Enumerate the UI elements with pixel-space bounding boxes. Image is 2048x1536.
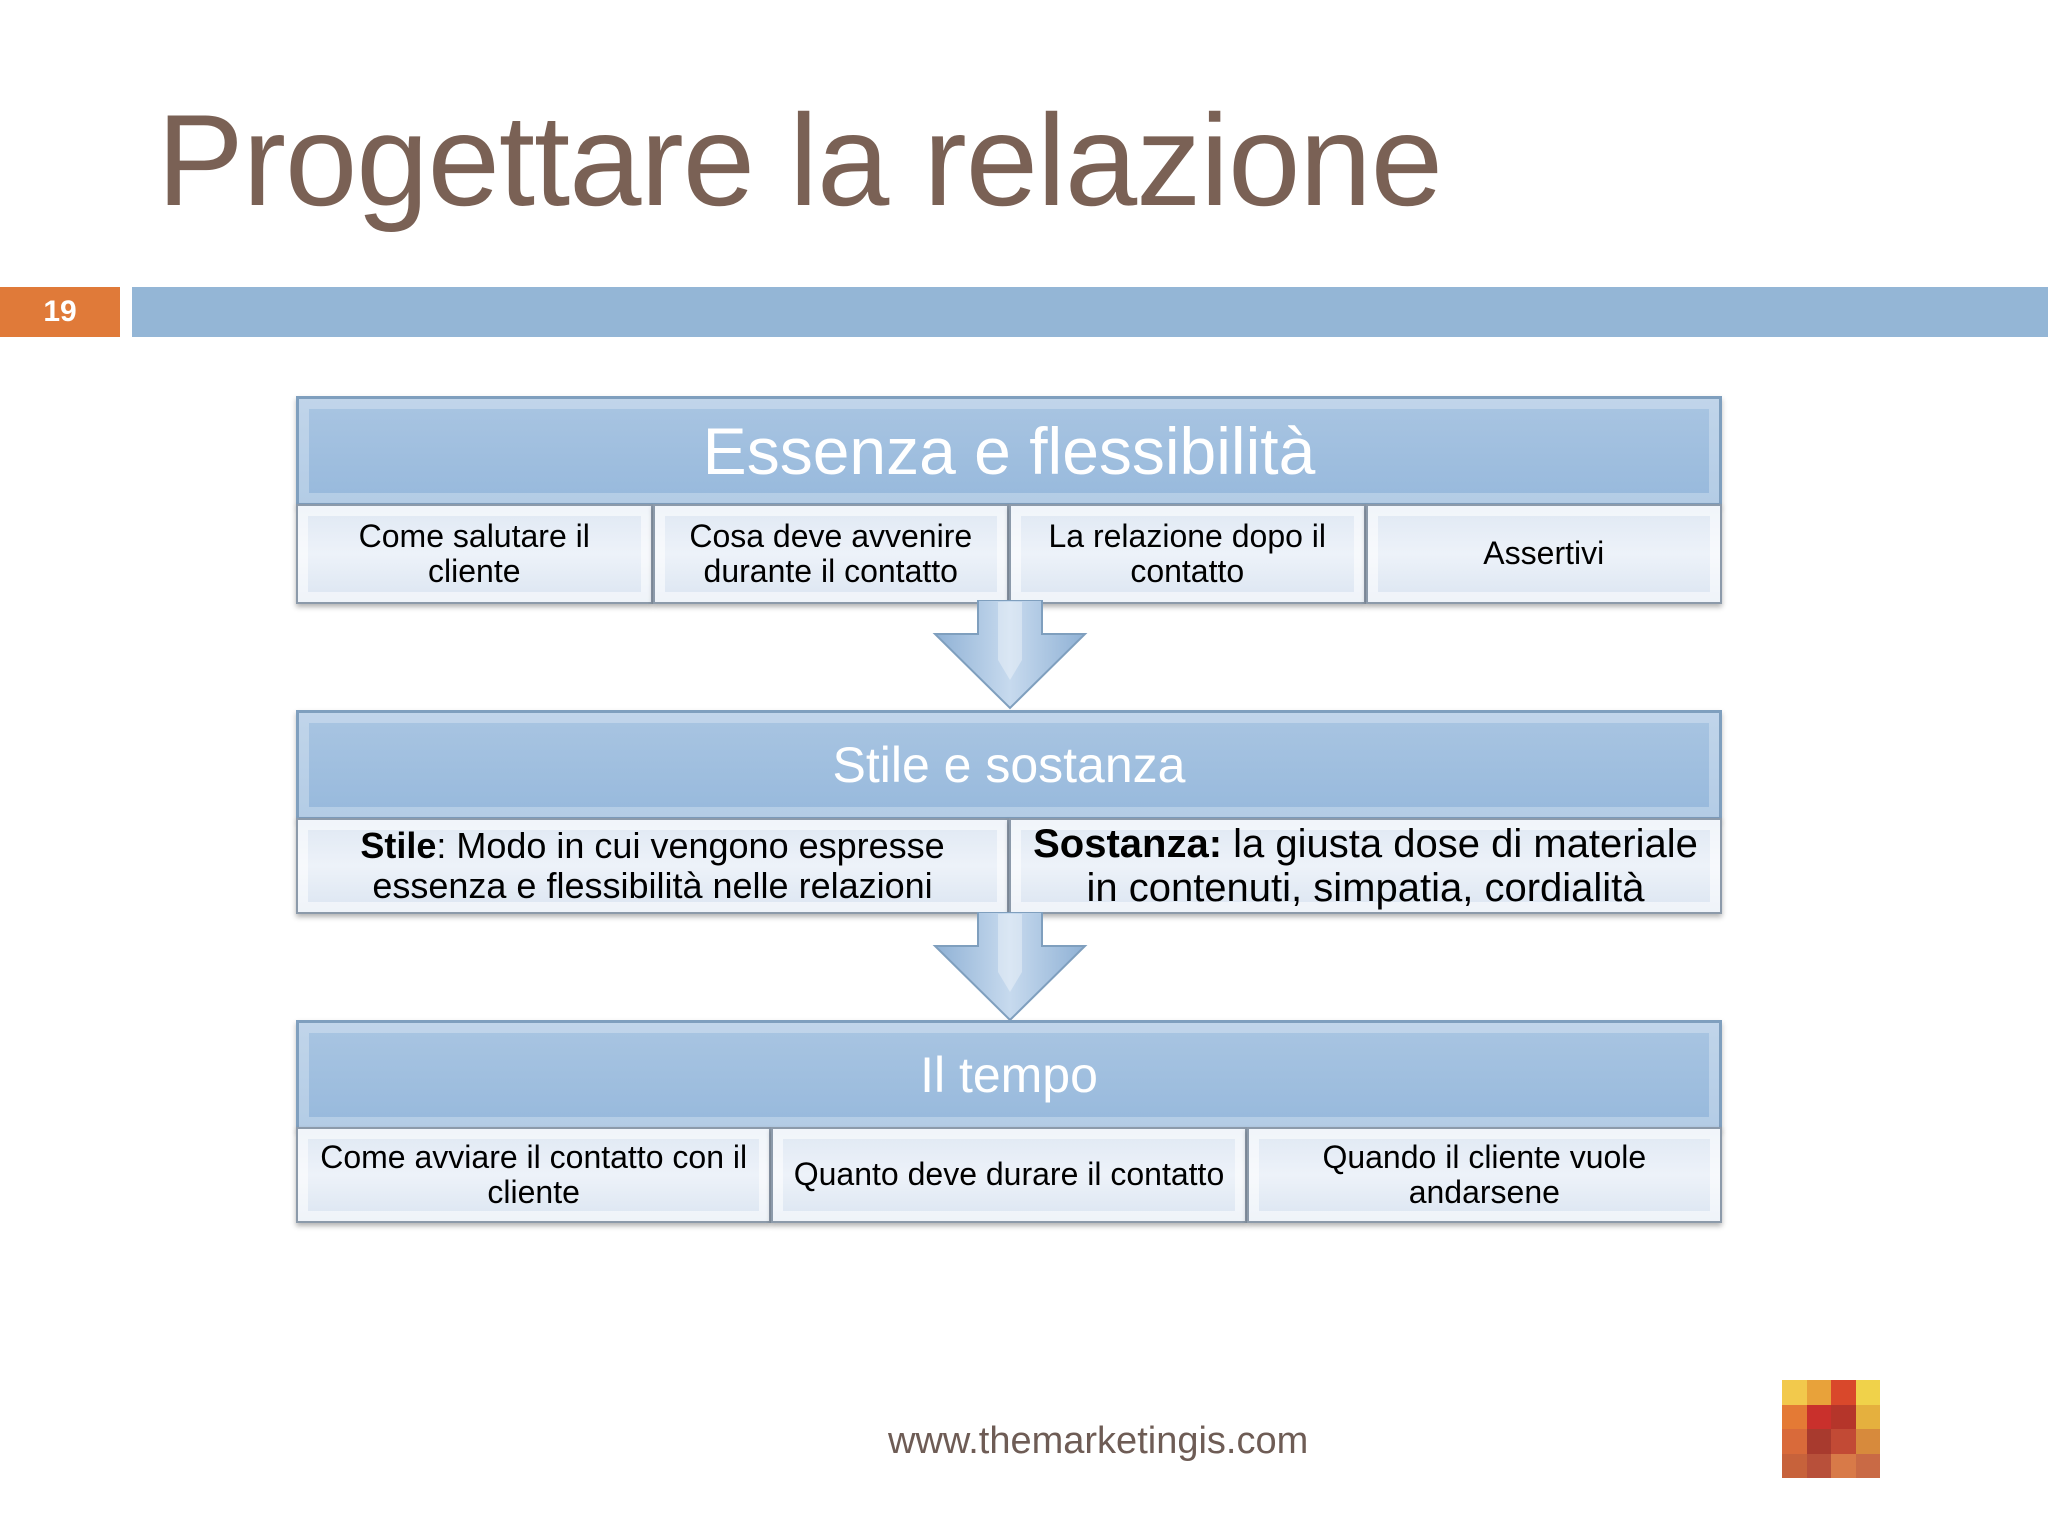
slide-number: 19 bbox=[0, 287, 120, 337]
down-arrow-icon bbox=[932, 600, 1088, 710]
level1-item: La relazione dopo il contatto bbox=[1009, 504, 1366, 604]
level1-item: Come salutare il cliente bbox=[296, 504, 653, 604]
level2-row: Stile: Modo in cui vengono espresse esse… bbox=[296, 818, 1722, 914]
level2-header: Stile e sostanza bbox=[296, 710, 1722, 820]
stile-cell: Stile: Modo in cui vengono espresse esse… bbox=[296, 818, 1009, 914]
level1-header: Essenza e flessibilità bbox=[296, 396, 1722, 506]
level1-item: Assertivi bbox=[1365, 504, 1722, 604]
logo-icon bbox=[1782, 1380, 1880, 1478]
level1-row: Come salutare il cliente Cosa deve avven… bbox=[296, 504, 1722, 604]
level3-header: Il tempo bbox=[296, 1020, 1722, 1130]
level1-item: Cosa deve avvenire durante il contatto bbox=[652, 504, 1009, 604]
stile-sep: : bbox=[436, 825, 457, 867]
level3-item: Quanto deve durare il contatto bbox=[771, 1127, 1247, 1223]
stile-text: Modo in cui vengono espresse essenza e f… bbox=[372, 825, 945, 906]
level3-item: Quando il cliente vuole andarsene bbox=[1246, 1127, 1722, 1223]
header-bar bbox=[132, 287, 2048, 337]
sostanza-sep bbox=[1222, 822, 1233, 866]
level3-row: Come avviare il contatto con il cliente … bbox=[296, 1127, 1722, 1223]
footer-url: www.themarketingis.com bbox=[888, 1420, 1309, 1462]
sostanza-cell: Sostanza: la giusta dose di materiale in… bbox=[1009, 818, 1722, 914]
level3-item: Come avviare il contatto con il cliente bbox=[296, 1127, 772, 1223]
stile-term: Stile bbox=[360, 825, 437, 867]
sostanza-text: la giusta dose di materiale in contenuti… bbox=[1086, 822, 1698, 910]
slide-title: Progettare la relazione bbox=[157, 87, 1443, 233]
down-arrow-icon bbox=[932, 912, 1088, 1022]
sostanza-term: Sostanza: bbox=[1033, 822, 1223, 866]
